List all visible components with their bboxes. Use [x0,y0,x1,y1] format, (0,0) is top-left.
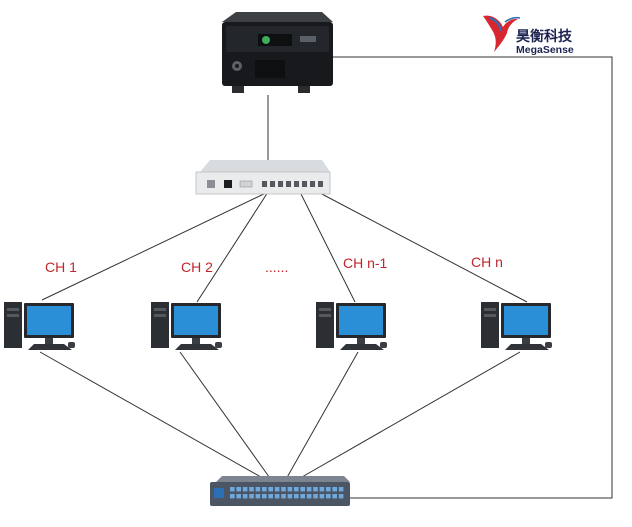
logo-english-text: MegaSense [516,44,574,56]
network-port [255,494,261,499]
network-port [268,494,273,499]
network-port [268,487,273,492]
network-port [300,487,305,492]
network-port [242,487,248,492]
network-port [287,487,293,492]
network-port [332,494,337,499]
link-wsn1-to-network [284,351,359,482]
network-port [306,487,312,492]
network-port [338,487,344,492]
channel-labels: CH 1 CH 2 ...... CH n-1 CH n [45,254,503,275]
connection-lines [39,56,613,499]
link-wsn-to-network [294,351,521,482]
hummingbird-icon [483,15,521,52]
network-port [236,494,241,499]
workstation-n-1 [316,302,387,350]
workstation-1 [4,302,75,350]
network-port [262,494,267,499]
workstation-2 [151,302,222,350]
network-port [249,487,254,492]
network-port [313,494,318,499]
logo-chinese-text: 昊衡科技 [516,28,573,45]
network-port [306,494,312,499]
network-port [230,487,235,492]
network-port [281,494,286,499]
network-switch [210,476,350,506]
network-port [326,487,331,492]
network-port [236,487,241,492]
network-port [319,494,325,499]
interrogator-instrument [222,12,333,93]
network-port [274,494,280,499]
network-port [249,494,254,499]
link-switch-ch1 [41,191,269,301]
network-port [294,494,299,499]
link-ws1-to-network [39,351,269,482]
network-port [230,494,235,499]
channel-label-1: CH 1 [45,259,77,275]
network-port [255,487,261,492]
channel-label-n-1: CH n-1 [343,255,388,271]
channel-label-2: CH 2 [181,259,213,275]
optical-switch [195,160,331,195]
link-instrument-to-network-switch [333,56,613,499]
network-port [242,494,248,499]
network-port [326,494,331,499]
link-switch-chn-1 [299,191,356,303]
network-port [262,487,267,492]
network-port [281,487,286,492]
link-ws2-to-network [179,351,273,482]
network-port [274,487,280,492]
network-port [332,487,337,492]
channel-ellipsis: ...... [265,259,288,275]
network-port [319,487,325,492]
workstation-n [481,302,552,350]
network-port [294,487,299,492]
megasense-logo: 昊衡科技 MegaSense [483,15,574,56]
network-port [313,487,318,492]
network-port [300,494,305,499]
channel-label-n: CH n [471,254,503,270]
link-switch-chn [317,191,528,303]
network-port [287,494,293,499]
network-port [338,494,344,499]
link-switch-ch2 [196,191,269,303]
